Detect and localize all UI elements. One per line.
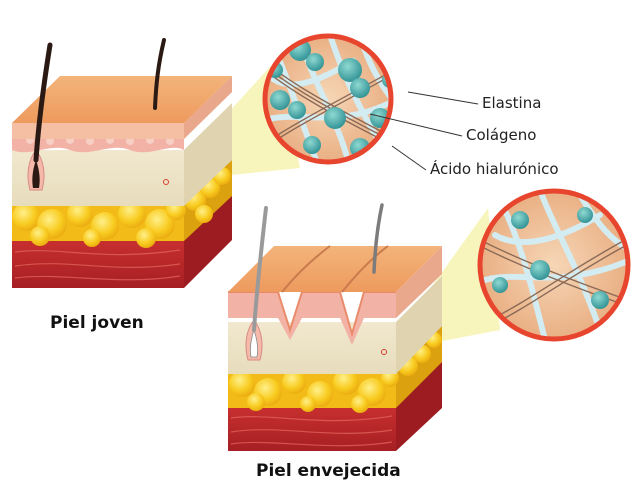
aged-magnifier-circle bbox=[480, 190, 630, 340]
young-skin-block bbox=[12, 40, 300, 288]
young-skin-caption: Piel joven bbox=[50, 313, 144, 333]
collagen-label: Colágeno bbox=[466, 126, 536, 144]
aged-skin-block bbox=[228, 205, 500, 451]
hyaluronic-acid-label: Ácido hialurónico bbox=[430, 160, 559, 178]
aged-skin-caption: Piel envejecida bbox=[256, 461, 401, 481]
elastin-label: Elastina bbox=[482, 94, 541, 112]
